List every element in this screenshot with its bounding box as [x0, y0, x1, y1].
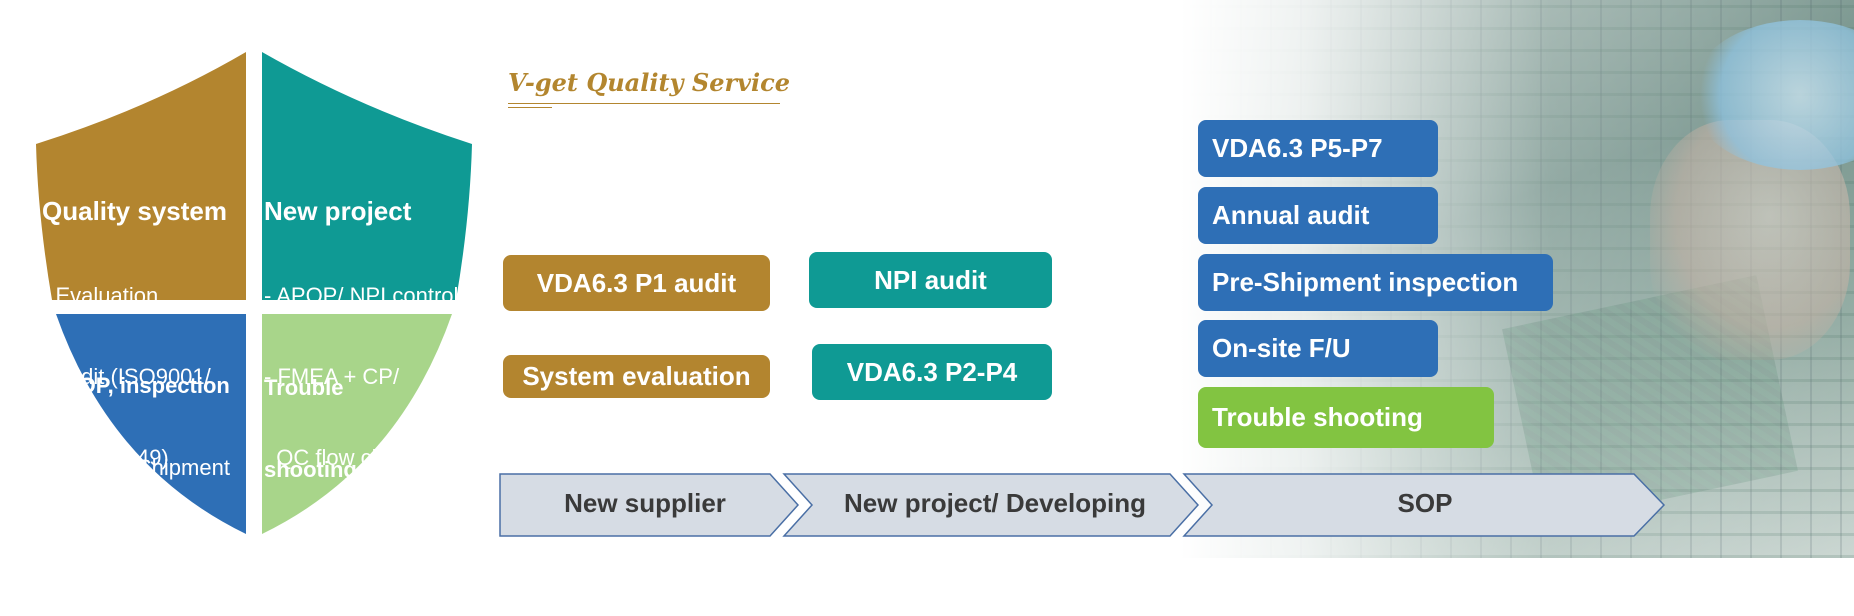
shield-quadrant-new-project — [262, 52, 472, 300]
quality-system-line: IATF16949) — [42, 445, 169, 470]
service-box-vda63-p1-audit: VDA6.3 P1 audit — [503, 255, 770, 311]
phase-arrows — [499, 473, 1666, 537]
phase-label-sop: SOP — [1397, 487, 1453, 518]
quality-shield: Quality system - Evaluation - Audit (ISO… — [30, 48, 480, 561]
service-title: V-get Quality Service — [508, 68, 791, 97]
new-project-line: - APQP/ NPI control — [264, 283, 459, 308]
quality-system-line: - Evaluation — [42, 283, 159, 308]
service-box-pre-shipment-inspection: Pre-Shipment inspection — [1198, 254, 1553, 311]
service-box-on-site-fu: On-site F/U — [1198, 320, 1438, 377]
phase-label-developing: New project/ Developing — [844, 487, 1146, 518]
service-box-vda63-p2-p4: VDA6.3 P2-P4 — [812, 344, 1052, 400]
new-project-heading: New project — [264, 196, 412, 226]
trouble-shooting-text: Trouble shooting — [264, 320, 357, 538]
service-box-npi-audit: NPI audit — [809, 252, 1052, 308]
quality-system-text: Quality system - Evaluation - Audit (ISO… — [42, 140, 227, 525]
shield-quadrant-sop-inspection — [56, 314, 246, 534]
shield-quadrant-trouble-shooting — [262, 314, 452, 534]
sop-inspection-line: - Pre-Shipment — [82, 455, 230, 480]
trouble-shooting-heading-2: shooting — [264, 457, 357, 482]
trouble-shooting-heading: Trouble — [264, 375, 344, 400]
service-box-trouble-shooting: Trouble shooting — [1198, 387, 1494, 448]
service-box-vda63-p5-p7: VDA6.3 P5-P7 — [1198, 120, 1438, 177]
sop-inspection-text: SOP, inspection - Pre-Shipment inspectio… — [64, 318, 230, 616]
phase-arrow-new-supplier — [499, 473, 800, 537]
new-project-text: New project - APQP/ NPI control - FMEA +… — [264, 140, 458, 606]
hairnet-cap-image — [1690, 20, 1854, 170]
quality-system-heading: Quality system — [42, 196, 227, 226]
service-box-system-evaluation: System evaluation — [503, 355, 770, 398]
service-box-annual-audit: Annual audit — [1198, 187, 1438, 244]
phase-arrow-developing — [782, 473, 1200, 537]
new-project-line: - VDA6.3 — [264, 526, 354, 551]
sop-inspection-line: inspection — [82, 536, 194, 561]
title-underline-accent — [508, 107, 552, 108]
new-project-line: - FMEA + CP/ — [264, 364, 400, 389]
new-project-line: QC flow chart — [264, 445, 410, 470]
shield-quadrant-quality-system — [36, 52, 246, 300]
phase-label-new-supplier: New supplier — [564, 487, 726, 518]
title-underline — [508, 103, 780, 104]
sop-inspection-heading: SOP, inspection — [64, 373, 230, 398]
quality-system-line: - Audit (ISO9001/ — [42, 364, 211, 389]
shield-graphic — [36, 52, 472, 534]
phase-arrow-sop — [1182, 473, 1666, 537]
